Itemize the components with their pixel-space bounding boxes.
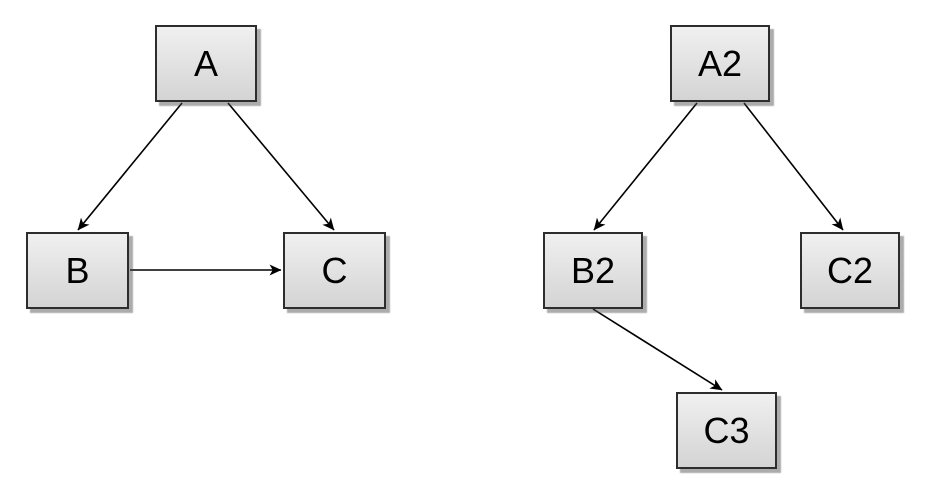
edge-A-B [77, 102, 183, 231]
node-C2: C2 [800, 232, 900, 309]
node-label-A2: A2 [697, 42, 743, 84]
node-B2: B2 [543, 232, 643, 309]
node-label-C2: C2 [826, 249, 874, 291]
edge-A-C [227, 102, 335, 231]
edge-A2-C2 [743, 102, 844, 231]
node-B: B [26, 232, 129, 309]
node-A2: A2 [670, 25, 770, 102]
node-label-C: C [321, 249, 348, 291]
node-label-C3: C3 [703, 409, 750, 451]
node-C3: C3 [676, 392, 777, 469]
edge-group [77, 102, 844, 391]
node-C: C [283, 232, 386, 309]
edge-A2-B2 [593, 102, 698, 231]
node-label-B: B [65, 249, 90, 291]
node-A: A [155, 25, 257, 102]
node-label-A: A [193, 42, 218, 84]
edge-B2-C3 [592, 308, 723, 391]
node-label-B2: B2 [570, 249, 616, 291]
